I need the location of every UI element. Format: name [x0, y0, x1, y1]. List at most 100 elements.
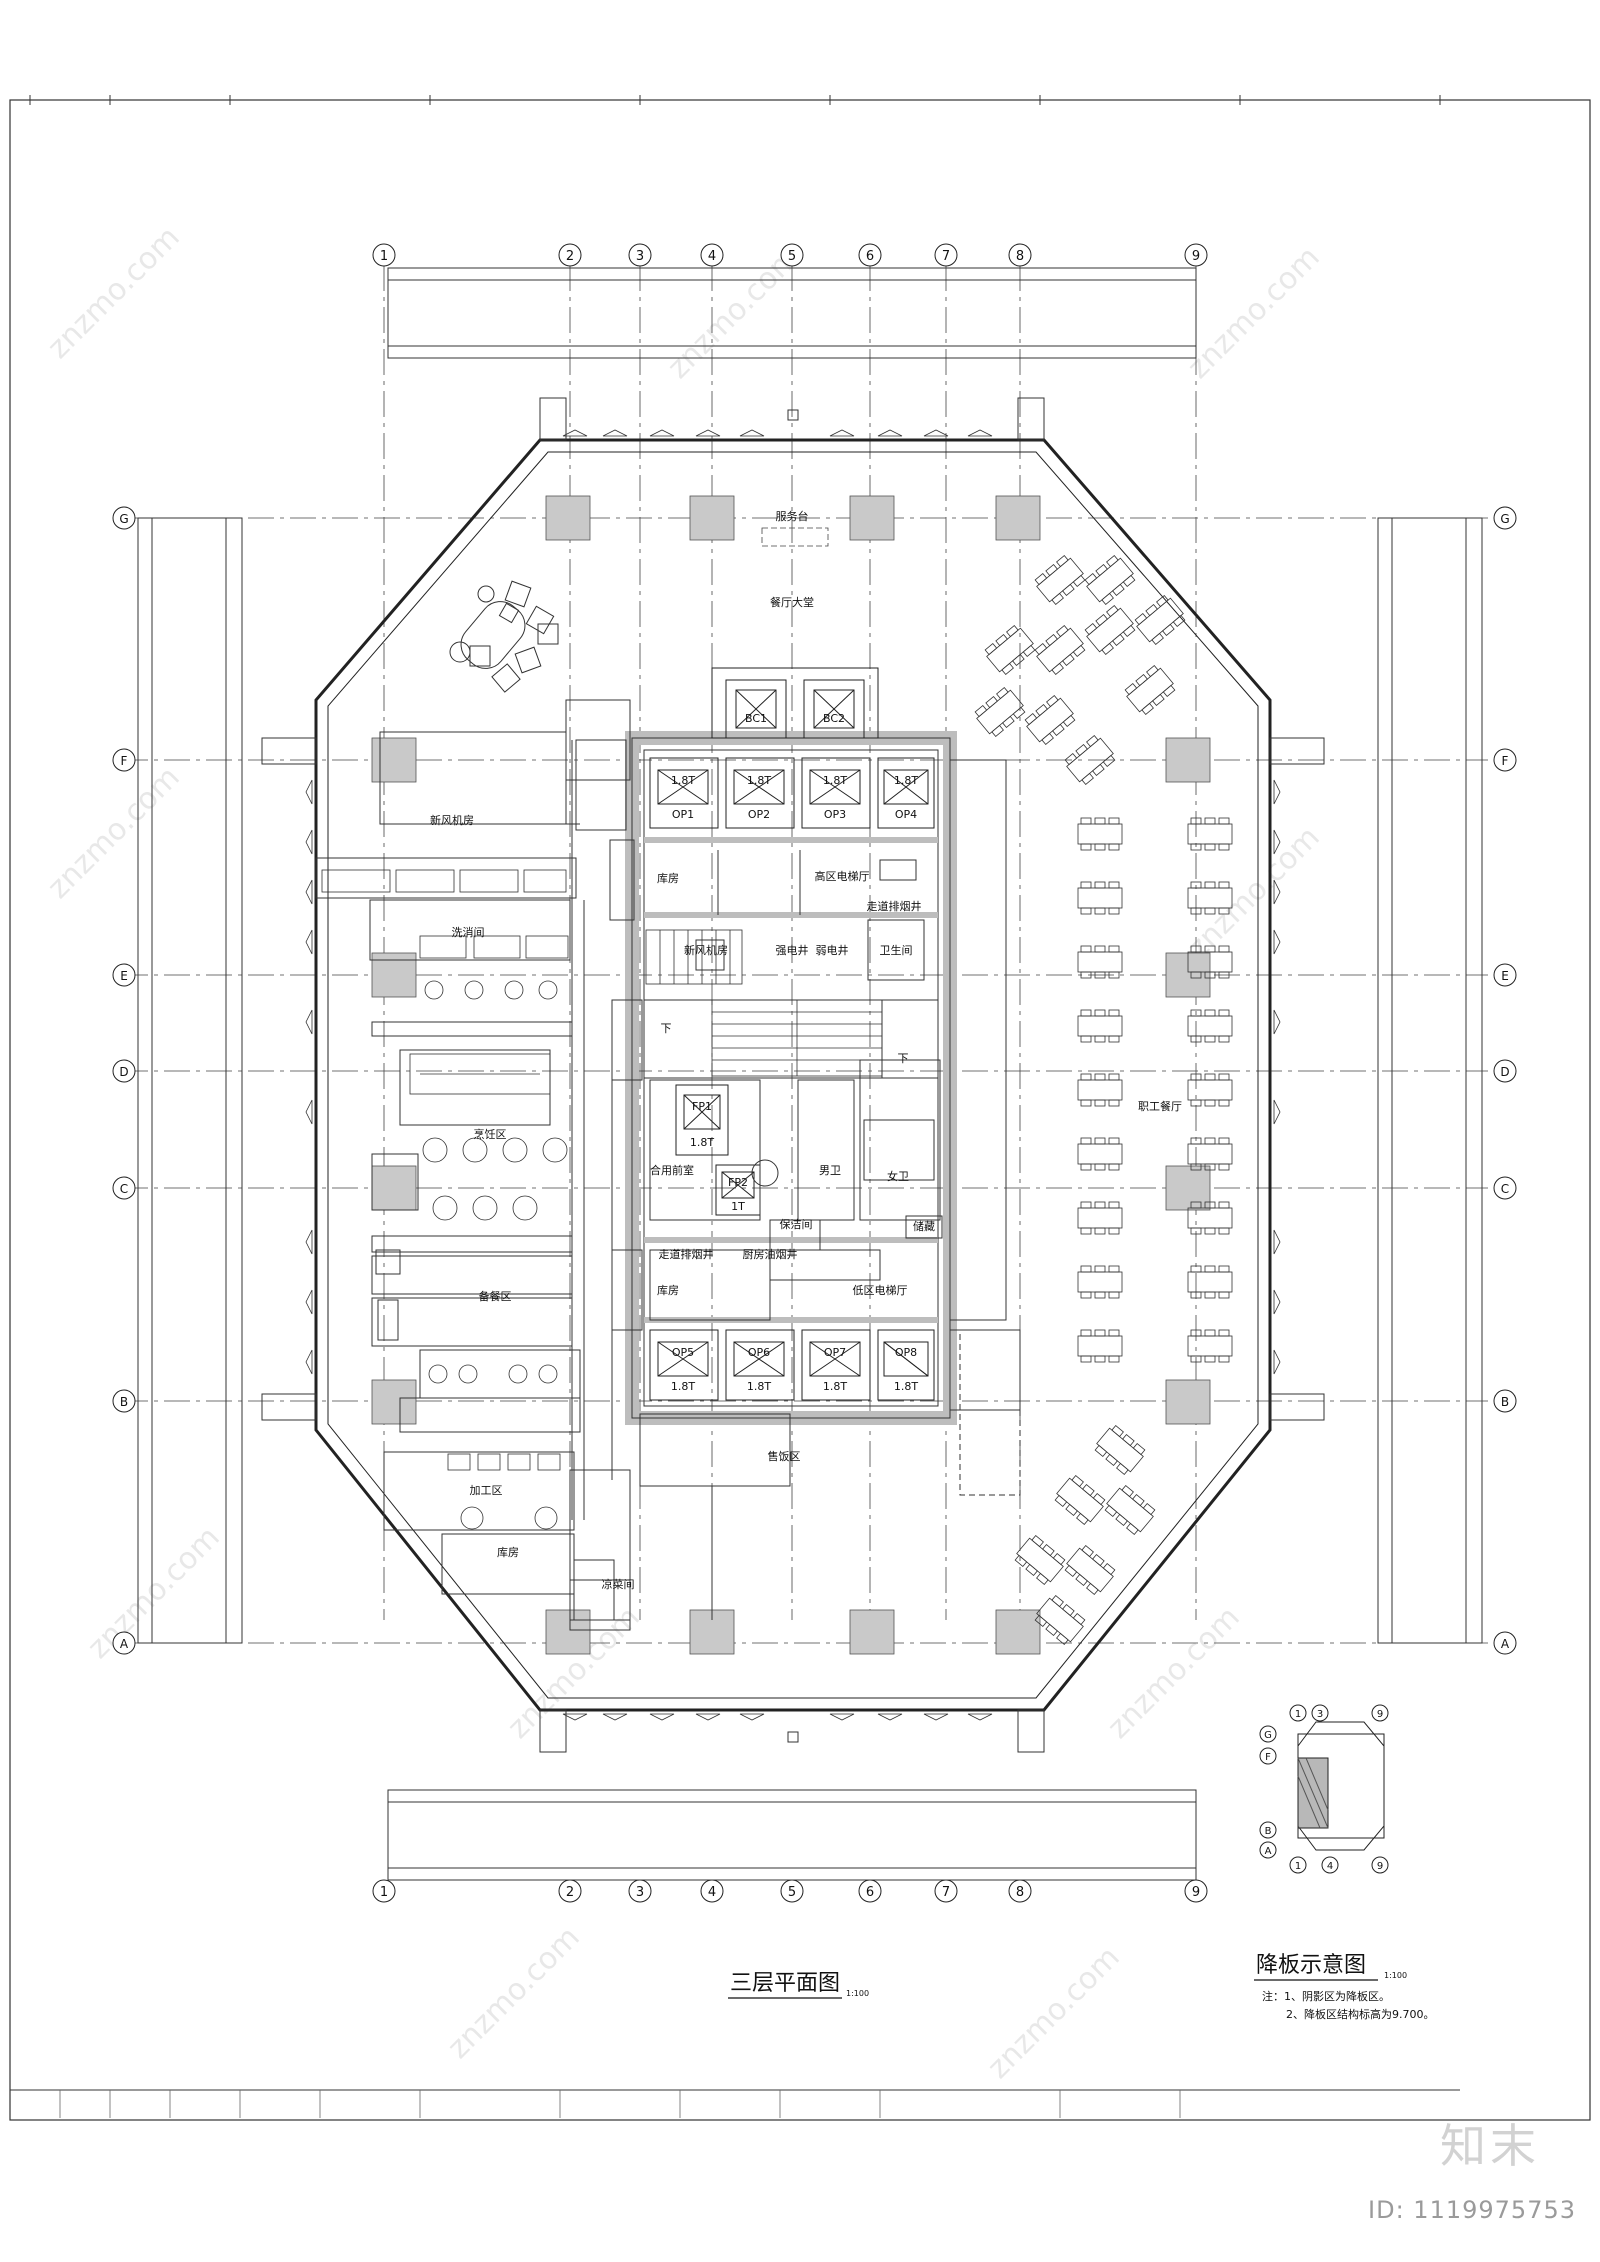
svg-text:A: A: [1265, 1846, 1272, 1857]
lift-op1: OP1: [672, 808, 694, 821]
lift-fp2: FP2: [728, 1176, 748, 1189]
svg-text:9: 9: [1377, 1861, 1383, 1872]
svg-text:znzmo.com: znzmo.com: [41, 220, 187, 366]
lift-op2: OP2: [748, 808, 770, 821]
dining-table-set: [1034, 554, 1086, 606]
dining-table-set: [1187, 1265, 1233, 1299]
dining-table-set: [1054, 1474, 1106, 1526]
axis-e-left: E: [120, 969, 128, 983]
axis-2-bottom: 2: [566, 1885, 574, 1900]
axis-3-bottom: 3: [636, 1885, 644, 1900]
lift-bc2: BC2: [823, 712, 845, 725]
dining-table-set: [1077, 1009, 1123, 1043]
svg-text:1.8T: 1.8T: [690, 1136, 714, 1149]
lift-op6: OP6: [748, 1346, 770, 1359]
lift-op8: OP8: [895, 1346, 917, 1359]
svg-text:znzmo.com: znzmo.com: [1181, 820, 1327, 966]
room-high-lobby: 高区电梯厅: [815, 869, 870, 883]
dining-table-set: [1077, 817, 1123, 851]
kitchen-walls: [315, 731, 615, 1621]
axis-2-top: 2: [566, 249, 574, 264]
room-toilet-female: 女卫: [887, 1169, 909, 1183]
room-prep: 备餐区: [479, 1289, 512, 1303]
svg-text:1.8T: 1.8T: [823, 1380, 847, 1393]
room-toilet-male: 男卫: [819, 1164, 841, 1177]
reception-desk: [761, 527, 829, 547]
lift-op7: OP7: [824, 1346, 846, 1359]
dining-table-set: [1187, 945, 1233, 979]
room-storage-bottom: 库房: [497, 1546, 519, 1559]
room-storage-small: 储藏: [913, 1219, 935, 1233]
svg-text:znzmo.com: znzmo.com: [81, 1520, 227, 1666]
dining-table-set: [1084, 604, 1136, 656]
room-reception: 服务台: [776, 509, 809, 523]
lift-op5: OP5: [672, 1346, 694, 1359]
room-strong-elec: 强电井: [776, 943, 809, 957]
sheet-border: [9, 99, 1591, 2121]
lift-shafts: [649, 667, 935, 1401]
svg-text:1: 1: [1295, 1709, 1301, 1720]
lift-bc1: BC1: [745, 712, 767, 725]
svg-text:1.8T: 1.8T: [894, 1380, 918, 1393]
svg-text:1.8T: 1.8T: [823, 774, 847, 787]
room-weak-elec: 弱电井: [816, 943, 849, 957]
axis-d-right: D: [1500, 1065, 1509, 1079]
axis-8-bottom: 8: [1016, 1885, 1024, 1900]
axis-7-top: 7: [942, 249, 950, 264]
svg-text:9: 9: [1377, 1709, 1383, 1720]
dining-table-set: [1077, 1201, 1123, 1235]
note-2: 2、降板区结构标高为9.700。: [1286, 2007, 1435, 2021]
svg-text:1.8T: 1.8T: [747, 1380, 771, 1393]
lift-op3: OP3: [824, 808, 846, 821]
plan-title: 三层平面图: [730, 1971, 840, 1996]
corner-outriggers: [261, 397, 1325, 1753]
svg-text:znzmo.com: znzmo.com: [1101, 1600, 1247, 1746]
top-ticks: [29, 95, 1441, 105]
dining-table-set: [1104, 1484, 1156, 1536]
dining-table-set: [1187, 881, 1233, 915]
room-fresh-air: 新风机房: [430, 813, 474, 827]
dining-table-set: [1077, 1329, 1123, 1363]
svg-text:F: F: [1265, 1752, 1271, 1763]
dining-table-set: [1187, 1009, 1233, 1043]
axis-9-top: 9: [1192, 249, 1200, 264]
dining-table-set: [1064, 734, 1116, 786]
svg-text:1.8T: 1.8T: [671, 774, 695, 787]
room-clean: 保洁间: [780, 1217, 813, 1231]
dining-table-set: [1077, 881, 1123, 915]
svg-text:znzmo.com: znzmo.com: [441, 1920, 587, 2066]
dining-table-set: [1187, 1137, 1233, 1171]
axis-f-right: F: [1502, 754, 1509, 768]
dining-table-set: [1094, 1424, 1146, 1476]
axis-9-bottom: 9: [1192, 1885, 1200, 1900]
key-plan-labels: 1 3 9 1 4 9 G F B A: [1264, 1709, 1383, 1872]
svg-text:B: B: [1265, 1826, 1272, 1837]
axis-4-top: 4: [708, 249, 716, 264]
axis-e-right: E: [1501, 969, 1509, 983]
axis-3-top: 3: [636, 249, 644, 264]
dining-table-set: [1187, 1201, 1233, 1235]
axis-5-top: 5: [788, 249, 796, 264]
plan-title-block: 三层平面图 1:100: [728, 1971, 869, 1999]
svg-text:G: G: [1264, 1730, 1272, 1741]
row-axis-bubbles: [112, 506, 1517, 1655]
structural-columns: [371, 495, 1211, 1655]
room-storage-mid: 库房: [657, 1284, 679, 1297]
note-1: 注：1、阴影区为降板区。: [1262, 1989, 1390, 2003]
brand-logo: 知末: [1440, 2119, 1540, 2173]
room-storage-top: 库房: [657, 872, 679, 885]
column-axis-top: [372, 243, 1208, 267]
axis-b-right: B: [1501, 1395, 1509, 1409]
column-axis-top-labels: 1 2 3 4 5 6 7 8 9: [380, 249, 1200, 264]
room-labels: 服务台 餐厅大堂 新风机房 洗消间 烹饪区 备餐区 加工区 库房 凉菜间 库房 …: [430, 509, 1182, 1591]
svg-text:4: 4: [1327, 1861, 1333, 1872]
axis-d-left: D: [119, 1065, 128, 1079]
column-axis-bottom-labels: 1 2 3 4 5 6 7 8 9: [380, 1885, 1200, 1900]
dining-table-set: [1187, 1073, 1233, 1107]
dining-table-set: [1064, 1544, 1116, 1596]
key-plan-title: 降板示意图 1:100 注：1、阴影区为降板区。 2、降板区结构标高为9.700…: [1254, 1953, 1435, 2021]
inner-partitions: [565, 699, 1021, 1631]
dining-table-set: [984, 624, 1036, 676]
room-low-lobby: 低区电梯厅: [853, 1284, 908, 1297]
svg-text:下: 下: [898, 1052, 909, 1065]
